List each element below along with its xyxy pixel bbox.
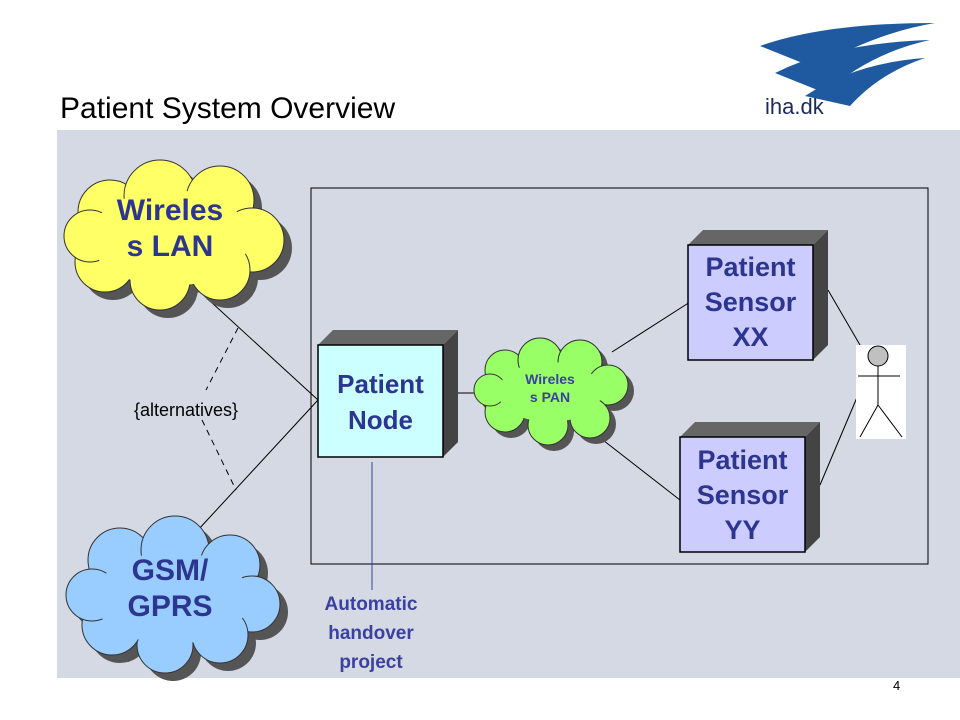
alternatives-dash-lower — [201, 419, 237, 491]
gsm-to-node-line — [197, 399, 319, 531]
stick-figure-icon — [856, 345, 906, 439]
alternatives-dash-upper — [205, 327, 239, 391]
logo-text: iha.dk — [765, 94, 824, 119]
handover-label: Automatic handover project — [324, 594, 418, 673]
sensor-xx-box — [687, 230, 828, 361]
patient-node-box — [317, 330, 458, 458]
sensor-yy-label: Patient Sensor YY — [696, 445, 789, 545]
wlan-cloud — [63, 159, 292, 318]
wlan-cloud-label: Wireles s LAN — [116, 194, 224, 263]
system-boundary — [310, 187, 929, 565]
slide-title: Patient System Overview — [60, 92, 396, 125]
pan-cloud — [473, 337, 634, 451]
sensor-xx-label: Patient Sensor XX — [704, 252, 797, 352]
page-number: 4 — [893, 678, 901, 693]
pan-cloud-label: Wireles s PAN — [525, 371, 575, 405]
yy-to-actor-line — [819, 394, 859, 486]
gsm-cloud-label: GSM/ GPRS — [127, 554, 213, 623]
wlan-to-node-line — [197, 289, 319, 401]
patient-node-label: Patient Node — [337, 369, 424, 435]
alternatives-label: {alternatives} — [134, 400, 239, 420]
xx-to-actor-line — [827, 289, 861, 346]
sensor-yy-box — [679, 422, 820, 553]
gsm-cloud — [65, 515, 288, 681]
iha-logo-icon — [760, 23, 935, 106]
pan-to-xx-line — [611, 301, 691, 353]
